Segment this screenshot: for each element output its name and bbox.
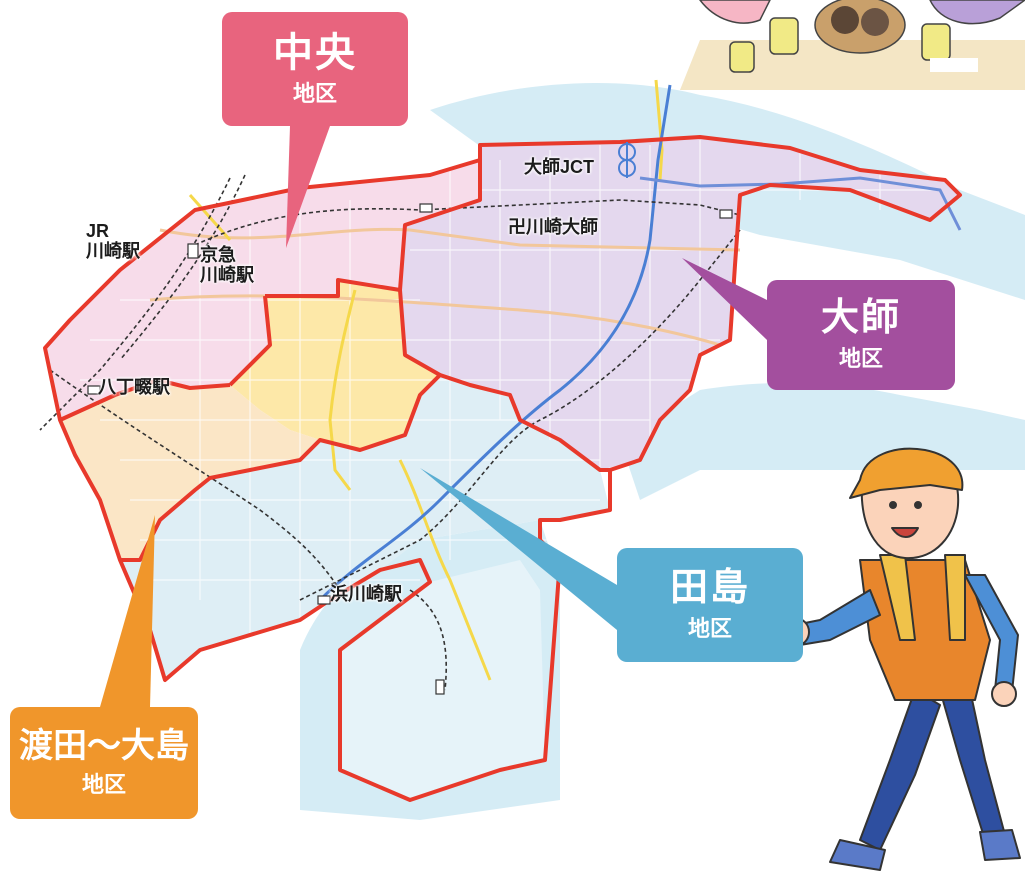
food-plate <box>814 0 906 54</box>
pointer-daishi <box>682 258 767 340</box>
man-leg-back <box>859 689 941 851</box>
district-name: 渡田～大島 <box>19 727 189 766</box>
label-kawasaki-daishi: 卍川崎大師 <box>508 217 598 237</box>
walking-man-illustration <box>780 447 1021 871</box>
area-daishi <box>400 137 960 470</box>
callout-daishi-district: 大師 地区 <box>767 280 955 390</box>
man-cap <box>849 447 964 499</box>
cup-2 <box>921 23 951 61</box>
callout-pointers <box>100 126 767 707</box>
station-jr-kawasaki <box>187 243 199 259</box>
district-name: 中央 <box>273 30 357 75</box>
area-watarida-oshima <box>60 380 320 560</box>
district-suffix: 地区 <box>687 615 732 641</box>
road-tan-1 <box>149 294 721 347</box>
rail-freight <box>299 229 741 601</box>
pointer-watarida <box>100 515 155 707</box>
district-name: 大師 <box>820 296 901 339</box>
rail-hama-branch <box>409 589 448 691</box>
area-chuo <box>45 160 480 420</box>
pointer-chuo <box>286 126 330 248</box>
callout-tajima-district: 田島 地区 <box>617 548 803 662</box>
station-markers <box>87 203 733 695</box>
pointer-tajima <box>420 468 617 630</box>
road-yellow-1 <box>328 289 357 491</box>
cup-1 <box>769 17 799 55</box>
label-hama-kawasaki-station: 浜川崎駅 <box>330 584 402 604</box>
label-keikyu-kawasaki-station: 京急 川崎駅 <box>200 245 254 285</box>
callout-chuo-district: 中央 地区 <box>222 12 408 126</box>
border-tajima-daishi <box>439 373 610 472</box>
station-hatchonawate <box>87 385 101 395</box>
district-suffix: 地区 <box>292 80 337 106</box>
station-daishi-east <box>719 209 733 219</box>
border-south <box>120 373 442 562</box>
road-yellow-2 <box>398 459 492 681</box>
food-item-2 <box>861 8 889 36</box>
sea-east <box>620 383 1025 500</box>
man-shoe-back <box>829 839 886 871</box>
expressway-blue <box>318 84 672 602</box>
district-suffix: 地区 <box>838 345 883 371</box>
people-at-table-illustration <box>680 0 1025 90</box>
man-shoe-front <box>979 829 1021 861</box>
border-west <box>59 378 231 422</box>
rail-nambu <box>49 369 341 591</box>
station-south <box>435 679 445 695</box>
cup-3 <box>729 41 755 73</box>
label-jr-kawasaki-station: JR 川崎駅 <box>86 221 140 261</box>
man-hand-right <box>991 681 1017 707</box>
callout-watarida-oshima-district: 渡田～大島 地区 <box>10 707 198 819</box>
man-eye-2 <box>914 501 922 509</box>
road-yellow-north <box>654 79 664 181</box>
expressway-blue-east <box>639 176 962 231</box>
man-leg-front <box>939 689 1006 841</box>
rail-keikyu-daishi <box>194 199 741 246</box>
daishi-jct-icon <box>618 142 636 178</box>
label-hatchonawate-station: 八丁畷駅 <box>98 377 170 397</box>
district-suffix: 地区 <box>81 771 126 797</box>
napkin <box>930 58 978 72</box>
rail-jr-main <box>39 177 231 431</box>
person-right-arm <box>929 0 1025 25</box>
border-chuo-daishi <box>398 160 482 377</box>
border-core <box>228 278 401 387</box>
man-mouth <box>891 527 919 538</box>
area-core <box>230 280 440 450</box>
food-item-1 <box>831 6 859 34</box>
district-name: 田島 <box>669 566 750 609</box>
man-eye-1 <box>889 501 897 509</box>
label-daishi-jct: 大師JCT <box>524 157 595 177</box>
station-keikyu-daishi <box>419 203 433 213</box>
station-hama-kawasaki <box>317 595 331 605</box>
person-left-arm <box>699 0 771 24</box>
